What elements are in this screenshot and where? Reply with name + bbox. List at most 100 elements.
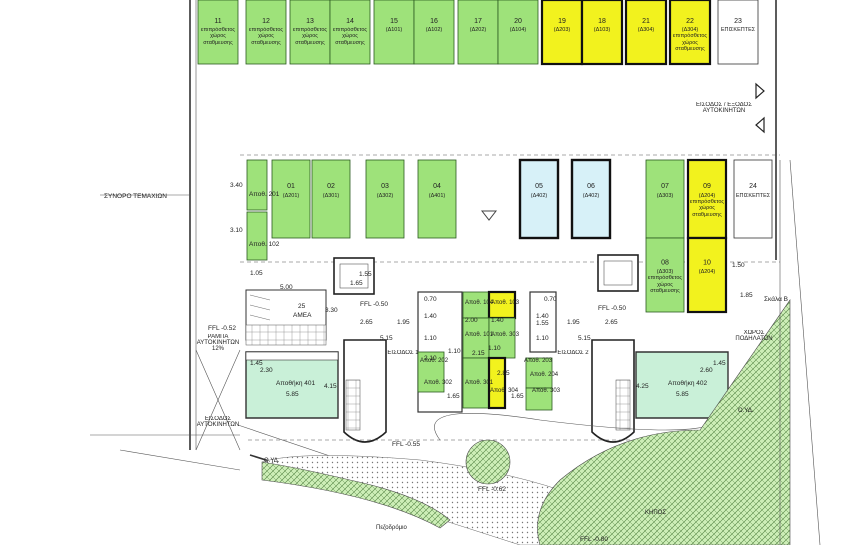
label-ffl-050: FFL -0.50 xyxy=(360,301,388,308)
parking-spot-owner: (Δ303) επιπρόσθετος χώρος σταθμευσης xyxy=(647,269,683,295)
parking-spot-rect xyxy=(570,158,612,240)
parking-spot-owner: (Δ104) xyxy=(509,26,527,33)
parking-spot-number: 05 xyxy=(535,183,543,190)
dim-195b: 1.95 xyxy=(567,319,580,326)
parking-spot-owner: (Δ103) xyxy=(593,26,611,33)
parking-spot-rect xyxy=(624,0,668,66)
parking-spot-number: 19 xyxy=(558,18,566,25)
parking-spot-rect xyxy=(686,158,728,240)
parking-spot-owner: (Δ202) xyxy=(469,26,487,33)
dim-145b: 1.45 xyxy=(713,360,726,367)
parking-spot-rect xyxy=(717,0,759,65)
parking-spot-03: 03(Δ302) xyxy=(365,159,405,239)
parking-spot-owner: επιπρόσθετος χώρος σταθμευσης xyxy=(200,26,236,46)
parking-spot-owner: (Δ102) xyxy=(425,26,443,33)
label-store-101: Αποθ. 101 xyxy=(465,332,494,338)
dim-110d: 1.10 xyxy=(536,335,549,342)
parking-spot-rect xyxy=(457,0,499,65)
label-entrance-1: ΕΙΣΟΔΟΣ 1 xyxy=(387,350,419,356)
dim-145a: 1.45 xyxy=(250,360,263,367)
parking-spot-number: 02 xyxy=(327,183,335,190)
dim-070a: 0.70 xyxy=(424,296,437,303)
parking-spot-number: 21 xyxy=(642,18,650,25)
parking-spot-number: 04 xyxy=(433,183,441,190)
dim-165a: 1.65 xyxy=(350,280,363,287)
parking-spot-number: 10 xyxy=(703,260,711,267)
parking-spot-owner: (Δ304) επιπρόσθετος χώρος σταθμευσης xyxy=(672,26,708,52)
parking-spot-rect xyxy=(668,0,712,66)
parking-spot-number: 24 xyxy=(749,183,757,190)
amea-hatch xyxy=(249,294,271,321)
label-store-204: Αποθ. 204 xyxy=(530,372,559,378)
parking-spot-owner: (Δ401) xyxy=(428,192,446,199)
parking-spot-number: 14 xyxy=(346,18,354,25)
parking-spot-number: 23 xyxy=(734,18,742,25)
parking-spot-owner: επιπρόσθετος χώρος σταθμευσης xyxy=(292,26,328,46)
dim-500: 5.00 xyxy=(280,284,293,291)
dim-110b: 1.10 xyxy=(448,348,461,355)
parking-spot-rect xyxy=(497,0,539,65)
dim-585: 5.85 xyxy=(286,391,299,398)
label-store-302: Αποθ. 302 xyxy=(424,380,453,386)
dim-155a: 1.55 xyxy=(359,271,372,278)
parking-spot-rect xyxy=(645,159,685,239)
label-entrance-2: ΕΙΣΟΔΟΣ 2 xyxy=(557,350,589,356)
entrance1-box: ΕΙΣΟΔΟΣ 1 xyxy=(387,350,419,356)
label-store-301: Αποθ. 301 xyxy=(465,380,494,386)
car-entry-box: ΕΙΣΟΔΟΣ ΑΥΤΟΚΙΝΗΤΩΝ xyxy=(197,416,240,428)
dim-215: 2.15 xyxy=(472,350,485,357)
garden-left-strip xyxy=(261,461,451,529)
lift-car-left xyxy=(339,263,369,289)
parking-spot-owner: (Δ304) xyxy=(637,26,655,33)
label-store-303b: Αποθ. 303 xyxy=(532,388,561,394)
parking-spot-number: 17 xyxy=(474,18,482,25)
label-store-104: Αποθ. 104 xyxy=(465,300,494,306)
parking-spot-06: 06(Δ402) xyxy=(570,158,612,240)
parking-spot-owner: (Δ402) xyxy=(530,192,548,199)
parking-spot-owner: (Δ302) xyxy=(376,192,394,199)
parking-spot-09: 09(Δ204) επιπρόσθετος χώρος σταθμευσης xyxy=(686,158,728,240)
dim-140a: 1.40 xyxy=(424,313,437,320)
dim-230: 2.30 xyxy=(260,367,273,374)
dim-585b: 5.85 xyxy=(676,391,689,398)
label-store-303: Αποθ. 303 xyxy=(491,332,520,338)
label-ffl-062: FFL -0.62 xyxy=(478,486,506,493)
parking-spot-number: 08 xyxy=(661,260,669,267)
label-oyd-1: Ο.ΥΔ. xyxy=(264,458,280,464)
middle-parking-row: 01(Δ201)02(Δ301)03(Δ302)04(Δ401)05(Δ402)… xyxy=(271,158,773,314)
parking-spot-04: 04 (Δ401) xyxy=(417,159,457,239)
parking-spot-15: 15(Δ101) xyxy=(373,0,415,65)
arrow-left-icon xyxy=(755,116,765,134)
parking-spot-rect xyxy=(580,0,624,66)
stair-steps-left xyxy=(345,379,361,431)
label-oyd-2: Ο.ΥΔ. xyxy=(738,408,754,414)
parking-spot-rect xyxy=(518,158,560,240)
dim-210: 2.10 xyxy=(424,355,437,362)
parking-spot-owner: (Δ201) xyxy=(282,192,300,199)
label-bicycles: ΧΩΡΟΣ ΠΟΔΗΛΑΤΩΝ xyxy=(735,330,773,342)
stair-steps-right xyxy=(615,379,631,431)
parking-spot-rect xyxy=(245,0,287,65)
parking-spot-07: 07(Δ303) xyxy=(645,159,685,239)
dim-260: 2.60 xyxy=(700,367,713,374)
parking-spot-rect xyxy=(271,159,311,239)
label-store-203: Αποθ. 203 xyxy=(524,358,553,364)
dim-515: 5.15 xyxy=(380,335,393,342)
label-stair-b: Σκάλα Β xyxy=(764,295,788,303)
ramp-line-2 xyxy=(195,349,241,451)
label-amea-num: 25 xyxy=(298,303,306,310)
parking-spot-16: 16(Δ102) xyxy=(413,0,455,65)
parking-spot-19: 19(Δ203) xyxy=(540,0,584,66)
parking-spot-05: 05 (Δ402) xyxy=(518,158,560,240)
parking-spot-rect xyxy=(289,0,331,65)
dim-515b: 5.15 xyxy=(578,335,591,342)
parking-spot-owner: (Δ301) xyxy=(322,192,340,199)
dim-150: 1.50 xyxy=(732,262,745,269)
label-apotheki-402: Αποθήκη 402 xyxy=(668,380,707,387)
parking-spot-20: 20(Δ104) xyxy=(497,0,539,65)
bicycles-box: ΧΩΡΟΣ ΠΟΔΗΛΑΤΩΝ xyxy=(735,330,773,342)
lift-car-right xyxy=(603,260,633,286)
parking-spot-rect xyxy=(197,0,239,65)
